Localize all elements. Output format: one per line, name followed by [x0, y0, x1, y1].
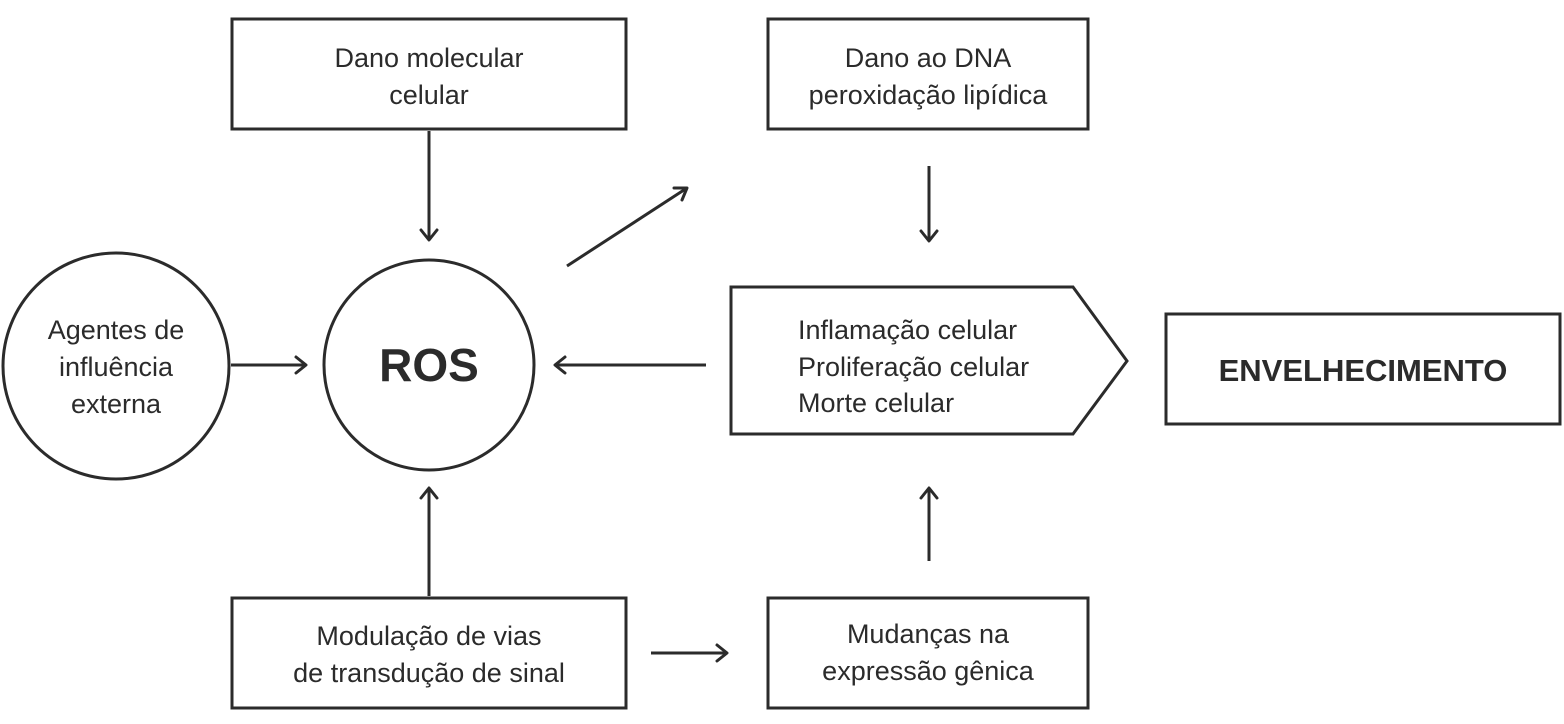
node-ros-label: ROS [379, 339, 479, 391]
node-envelhecimento-label: ENVELHECIMENTO [1219, 353, 1508, 388]
node-mudancas: Mudanças na expressão gênica [766, 596, 1090, 710]
node-efeitos-line-1: Inflamação celular [798, 315, 1017, 345]
node-agentes-line-3: externa [71, 389, 162, 419]
node-mudancas-line-1: Mudanças na [847, 619, 1010, 649]
node-dano-dna: Dano ao DNA peroxidação lipídica [766, 17, 1090, 131]
arrow-ros-to-dano-dna [566, 186, 689, 268]
node-efeitos-line-2: Proliferação celular [798, 352, 1029, 382]
node-agentes-line-1: Agentes de [48, 315, 185, 345]
node-efeitos: Inflamação celular Proliferação celular … [729, 285, 1129, 436]
node-dano-molecular-line-1: Dano molecular [334, 43, 523, 73]
node-dano-dna-line-1: Dano ao DNA [845, 43, 1012, 73]
arrow-dano-dna-to-efeitos [919, 166, 939, 243]
node-modulacao-line-2: de transdução de sinal [293, 658, 565, 688]
node-mudancas-line-2: expressão gênica [822, 656, 1035, 686]
arrow-modulacao-to-mudancas [651, 643, 729, 663]
arrow-mudancas-to-efeitos [919, 486, 939, 561]
arrow-efeitos-to-ros [553, 355, 706, 375]
node-dano-dna-line-2: peroxidação lipídica [809, 80, 1049, 110]
arrow-dano-molecular-to-ros [419, 131, 439, 242]
node-agentes: Agentes de influência externa [1, 251, 231, 481]
node-agentes-line-2: influência [59, 352, 174, 382]
arrow-agentes-to-ros [231, 355, 308, 375]
node-modulacao-line-1: Modulação de vias [316, 621, 541, 651]
arrow-modulacao-to-ros [419, 486, 439, 596]
node-dano-molecular: Dano molecular celular [230, 17, 628, 131]
node-ros: ROS [322, 258, 536, 472]
node-modulacao: Modulação de vias de transdução de sinal [230, 596, 628, 710]
node-efeitos-line-3: Morte celular [798, 388, 954, 418]
node-dano-molecular-line-2: celular [389, 80, 469, 110]
node-envelhecimento: ENVELHECIMENTO [1164, 312, 1562, 426]
